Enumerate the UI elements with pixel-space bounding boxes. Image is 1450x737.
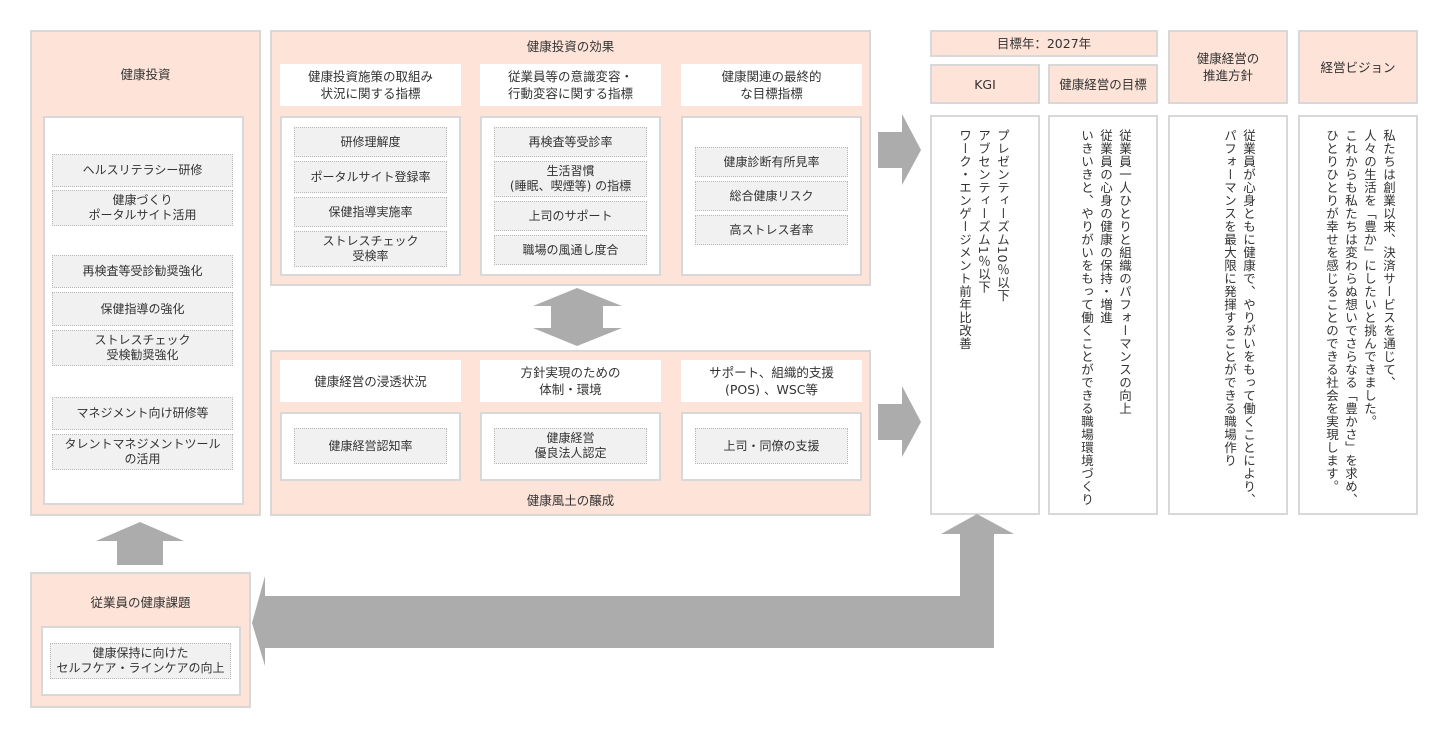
feedback-arrow-icon [252, 514, 1014, 666]
vision-line: 私たちは創業以来、決済サービスを通じて、 [1381, 129, 1396, 389]
culture-item: 健康経営 優良法人認定 [494, 428, 647, 464]
health-issue-item: 健康保持に向けた セルフケア・ラインケアの向上 [50, 643, 231, 679]
up-arrow-icon [96, 522, 184, 565]
effects-col-heading: 従業員等の意識変容・ 行動変容に関する指標 [480, 64, 661, 106]
health-issues-panel: 従業員の健康課題 健康保持に向けた セルフケア・ラインケアの向上 [30, 572, 251, 708]
culture-item: 健康経営認知率 [294, 428, 447, 464]
goal-body: 従業員一人ひとりと組織のパフォーマンスの向上 従業員の心身の健康の保持・増進 い… [1048, 115, 1158, 515]
vision-line: 人々の生活を「豊か」にしたいと挑んできました。 [1362, 129, 1377, 428]
investment-item: ストレスチェック 受検勧奨強化 [52, 330, 233, 366]
kgi-line: プレゼンティーズム10％以下 [995, 129, 1010, 302]
kgi-header: KGI [930, 64, 1040, 104]
goal-line: 従業員一人ひとりと組織のパフォーマンスの向上 [1117, 129, 1132, 415]
goal-text: 従業員一人ひとりと組織のパフォーマンスの向上 従業員の心身の健康の保持・増進 い… [1077, 129, 1134, 509]
kgi-line: ワーク・エンゲージメント前年比改善 [957, 129, 972, 350]
culture-col-box: 上司・同僚の支援 [681, 412, 862, 481]
kgi-line: アブセンティーズム1％以下 [976, 129, 991, 294]
effects-item: 高ストレス者率 [695, 215, 848, 245]
vision-header: 経営ビジョン [1298, 30, 1418, 104]
health-issues-title: 従業員の健康課題 [90, 595, 191, 610]
policy-line: 従業員が心身ともに健康で、やりがいをもって働くことにより、 [1241, 129, 1256, 506]
effects-item: 生活習慣 (睡眠、喫煙等) の指標 [494, 161, 647, 197]
investment-item: ヘルスリテラシー研修 [52, 154, 233, 187]
culture-col-box: 健康経営認知率 [280, 412, 461, 481]
effects-item: 総合健康リスク [695, 181, 848, 211]
effects-item: 上司のサポート [494, 201, 647, 231]
effects-col-box: 再検査等受診率 生活習慣 (睡眠、喫煙等) の指標 上司のサポート 職場の風通し… [480, 116, 661, 276]
policy-line: パフォーマンスを最大限に発揮することができる職場作り [1222, 129, 1237, 467]
health-investment-title: 健康投資 [120, 67, 171, 82]
culture-col-heading: サポート、組織的支援 (POS) 、WSC等 [681, 360, 862, 402]
policy-text: 従業員が心身ともに健康で、やりがいをもって働くことにより、 パフォーマンスを最大… [1220, 129, 1258, 509]
feedback-arrow-shape [252, 514, 1014, 666]
effects-panel: 健康投資の効果 健康投資施策の取組み 状況に関する指標 研修理解度 ポータルサイ… [270, 30, 871, 286]
right-arrow-shape [878, 386, 921, 457]
health-investment-items-box: ヘルスリテラシー研修 健康づくり ポータルサイト活用 再検査等受診勧奨強化 保健… [43, 116, 244, 505]
effects-col-heading: 健康投資施策の取組み 状況に関する指標 [280, 64, 461, 106]
policy-header: 健康経営の 推進方針 [1168, 30, 1288, 104]
effects-col-box: 健康診断有所見率 総合健康リスク 高ストレス者率 [681, 116, 862, 276]
right-arrow-shape [878, 114, 921, 185]
effects-item: ストレスチェック 受検率 [294, 231, 447, 267]
right-arrow-icon [878, 386, 921, 457]
health-investment-panel: 健康投資 ヘルスリテラシー研修 健康づくり ポータルサイト活用 再検査等受診勧奨… [30, 30, 261, 516]
culture-item: 上司・同僚の支援 [695, 428, 848, 464]
vision-text: 私たちは創業以来、決済サービスを通じて、 人々の生活を「豊か」にしたいと挑んでき… [1322, 129, 1398, 509]
effects-item: 職場の風通し度合 [494, 235, 647, 265]
vision-line: これからも私たちは変わらぬ想いでさらなる「豊かさ」を求め、 [1343, 129, 1358, 506]
vision-line: ひとりひとりが幸せを感じることのできる社会を実現します。 [1324, 129, 1339, 493]
goal-header: 健康経営の目標 [1048, 64, 1158, 104]
culture-panel: 健康経営の浸透状況 健康経営認知率 方針実現のための 体制・環境 健康経営 優良… [270, 350, 871, 516]
double-arrow-icon [533, 288, 622, 346]
effects-title: 健康投資の効果 [526, 39, 615, 54]
effects-col-heading: 健康関連の最終的 な目標指標 [681, 64, 862, 106]
target-year-header: 目標年：2027年 [930, 30, 1158, 57]
culture-col-box: 健康経営 優良法人認定 [480, 412, 661, 481]
culture-col-heading: 方針実現のための 体制・環境 [480, 360, 661, 402]
kgi-body: プレゼンティーズム10％以下 アブセンティーズム1％以下 ワーク・エンゲージメン… [930, 115, 1040, 515]
double-arrow-shape [533, 288, 622, 346]
up-arrow-shape [96, 522, 184, 565]
policy-body: 従業員が心身ともに健康で、やりがいをもって働くことにより、 パフォーマンスを最大… [1168, 115, 1288, 515]
investment-item: 再検査等受診勧奨強化 [52, 255, 233, 288]
right-arrow-icon [878, 114, 921, 185]
vision-body: 私たちは創業以来、決済サービスを通じて、 人々の生活を「豊か」にしたいと挑んでき… [1298, 115, 1418, 515]
investment-item: マネジメント向け研修等 [52, 397, 233, 430]
effects-item: ポータルサイト登録率 [294, 161, 447, 193]
investment-item: タレントマネジメントツール の活用 [52, 434, 233, 470]
effects-item: 研修理解度 [294, 127, 447, 157]
culture-footer: 健康風土の醸成 [526, 493, 615, 508]
health-issues-box: 健康保持に向けた セルフケア・ラインケアの向上 [41, 626, 241, 696]
goal-line: 従業員の心身の健康の保持・増進 [1098, 129, 1113, 324]
kgi-text: プレゼンティーズム10％以下 アブセンティーズム1％以下 ワーク・エンゲージメン… [955, 129, 1012, 499]
effects-col-box: 研修理解度 ポータルサイト登録率 保健指導実施率 ストレスチェック 受検率 [280, 116, 461, 276]
investment-item: 保健指導の強化 [52, 292, 233, 326]
effects-item: 再検査等受診率 [494, 127, 647, 157]
goal-line: いきいきと、やりがいをもって働くことができる職場環境づくり [1079, 129, 1094, 506]
culture-col-heading: 健康経営の浸透状況 [280, 360, 461, 402]
effects-item: 健康診断有所見率 [695, 147, 848, 177]
effects-item: 保健指導実施率 [294, 197, 447, 227]
investment-item: 健康づくり ポータルサイト活用 [52, 190, 233, 226]
